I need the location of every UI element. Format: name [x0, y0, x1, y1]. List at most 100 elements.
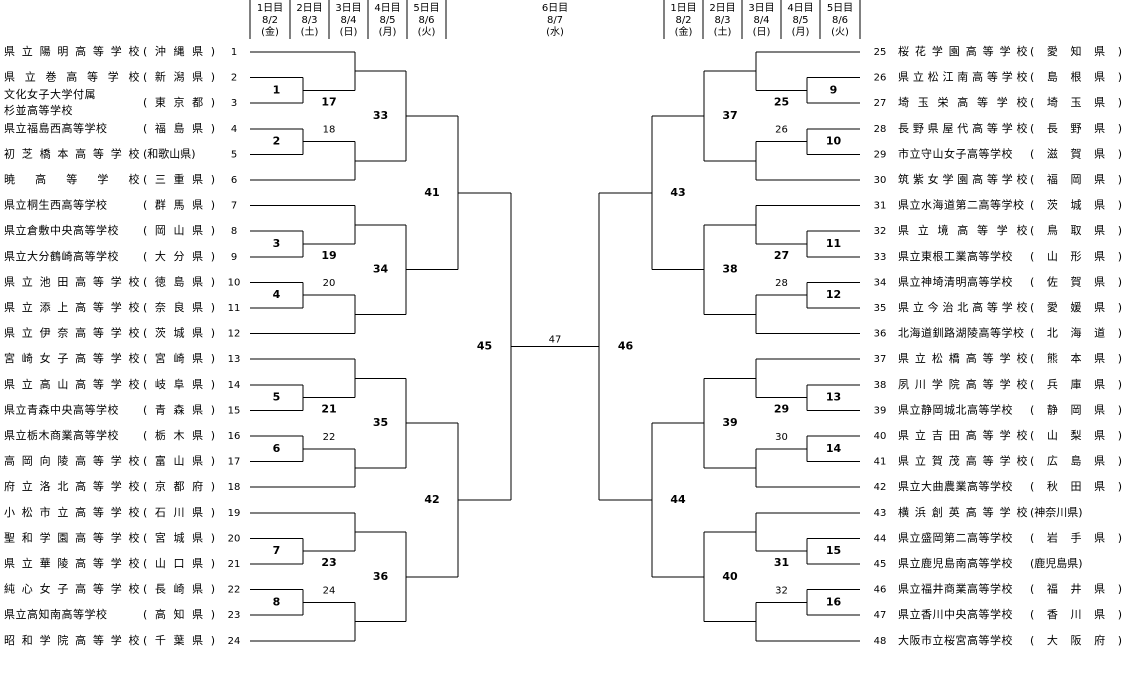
team-prefecture: (京都府) — [143, 479, 215, 493]
team-prefecture: (香川県) — [1030, 608, 1122, 621]
round3-match-number: 36 — [373, 570, 389, 583]
team-number: 40 — [874, 431, 887, 442]
header-left-5-date: 8/6 — [418, 15, 434, 26]
team-prefecture: (千葉県) — [143, 633, 215, 647]
team-prefecture: (愛知県) — [1030, 44, 1122, 58]
header-right-2-weekday: (月) — [792, 26, 810, 38]
team-name: 昭和学院高等学校 — [4, 633, 140, 647]
team-number: 32 — [874, 226, 887, 237]
round2-match-number: 24 — [323, 585, 336, 596]
team-prefecture: (岩手県) — [1030, 530, 1122, 544]
header-left-3-date: 8/4 — [340, 15, 356, 26]
team-prefecture: (鳥取県) — [1030, 223, 1122, 237]
team-prefecture: (山形県) — [1030, 250, 1122, 263]
team-number: 16 — [228, 431, 241, 442]
round3-match-number: 34 — [373, 263, 389, 276]
team-number: 9 — [231, 252, 237, 263]
team-name: 暁高等学校 — [4, 172, 140, 186]
team-number: 6 — [231, 175, 237, 186]
team-prefecture: (奈良県) — [143, 300, 215, 314]
team-prefecture: (栃木県) — [143, 428, 215, 442]
team-number: 15 — [228, 405, 241, 416]
round1-match-number: 10 — [826, 135, 842, 148]
team-name: 文化女子大学付属 — [4, 87, 96, 101]
team-prefecture: (福井県) — [1030, 582, 1122, 596]
team-prefecture: (三重県) — [143, 172, 215, 186]
team-prefecture: (高知県) — [143, 607, 215, 621]
team-name: 長野県屋代高等学校 — [898, 121, 1028, 135]
team-name: 宮崎女子高等学校 — [4, 351, 140, 365]
team-name: 聖和学園高等学校 — [4, 530, 140, 544]
team-number: 19 — [228, 508, 241, 519]
team-name: 県立今治北高等学校 — [898, 300, 1028, 314]
header-left-4-date: 8/5 — [379, 15, 395, 26]
team-prefecture: (神奈川県) — [1030, 505, 1083, 519]
round2-match-number: 18 — [323, 125, 336, 136]
team-number: 3 — [231, 98, 237, 109]
header-right-1-weekday: (火) — [831, 26, 849, 38]
team-name: 県立東根工業高等学校 — [898, 249, 1013, 263]
round1-match-number: 13 — [826, 391, 841, 404]
team-prefecture: (富山県) — [143, 454, 215, 468]
header-right-4-weekday: (土) — [714, 25, 732, 38]
team-name: 県立青森中央高等学校 — [4, 402, 119, 416]
semifinal-match-number: 46 — [618, 339, 634, 352]
team-prefecture: (福島県) — [143, 121, 215, 135]
team-number: 5 — [231, 149, 237, 160]
team-name: 県立華陵高等学校 — [4, 556, 140, 570]
round4-match-number: 43 — [670, 186, 685, 199]
round1-match-number: 11 — [826, 237, 841, 250]
team-prefecture: (大分県) — [143, 249, 215, 263]
round1-match-number: 2 — [273, 135, 281, 148]
header-right-1-day: 5日目 — [827, 3, 853, 14]
team-name: 県立大曲農業高等学校 — [898, 479, 1013, 493]
header-right-5-weekday: (金) — [675, 25, 693, 38]
team-number: 45 — [874, 559, 887, 570]
team-number: 24 — [228, 636, 241, 647]
team-prefecture: (島根県) — [1030, 70, 1122, 84]
team-name: 県立香川中央高等学校 — [898, 607, 1013, 621]
team-number: 27 — [874, 98, 887, 109]
header-left-4-day: 4日目 — [374, 3, 400, 14]
team-name: 県立吉田高等学校 — [898, 428, 1028, 442]
round3-match-number: 38 — [722, 263, 737, 276]
header-left-5-weekday: (火) — [418, 26, 436, 38]
round2-match-number: 30 — [775, 432, 788, 443]
round1-match-number: 4 — [273, 288, 281, 301]
team-prefecture: (滋賀県) — [1030, 147, 1122, 160]
header-left-5-day: 5日目 — [413, 3, 439, 14]
team-name: 横浜創英高等学校 — [898, 505, 1028, 519]
round3-match-number: 40 — [722, 570, 738, 583]
team-prefecture: (山口県) — [143, 557, 215, 570]
round2-match-number: 32 — [775, 585, 788, 596]
round3-match-number: 39 — [722, 416, 737, 429]
team-name: 県立福島西高等学校 — [4, 121, 108, 135]
round3-match-number: 35 — [373, 416, 388, 429]
team-number: 10 — [228, 277, 241, 288]
round2-match-number: 22 — [323, 432, 336, 443]
team-name: 小松市立高等学校 — [4, 505, 140, 519]
team-prefecture: (熊本県) — [1030, 351, 1122, 365]
round2-match-number: 27 — [774, 249, 789, 262]
team-prefecture: (埼玉県) — [1030, 95, 1122, 109]
team-prefecture: (佐賀県) — [1030, 274, 1122, 288]
header-right-3-weekday: (日) — [753, 27, 771, 38]
header-right-5-date: 8/2 — [675, 15, 691, 26]
team-number: 18 — [228, 482, 241, 493]
team-number: 4 — [231, 124, 237, 135]
header-left-4-weekday: (月) — [379, 26, 397, 38]
team-name: 県立高知南高等学校 — [4, 607, 108, 621]
team-name: 県立賀茂高等学校 — [898, 454, 1028, 468]
header-center-day: 6日目 — [542, 3, 568, 14]
round1-match-number: 6 — [273, 442, 281, 455]
team-number: 1 — [231, 47, 237, 58]
team-name: 県立松橋高等学校 — [898, 351, 1028, 365]
team-number: 33 — [874, 252, 887, 263]
round1-match-number: 12 — [826, 288, 841, 301]
team-number: 34 — [874, 277, 887, 288]
team-name: 県立巻高等学校 — [4, 70, 140, 84]
header-left-1-day: 1日目 — [257, 3, 283, 14]
team-number: 25 — [874, 47, 887, 58]
team-number: 37 — [874, 354, 887, 365]
